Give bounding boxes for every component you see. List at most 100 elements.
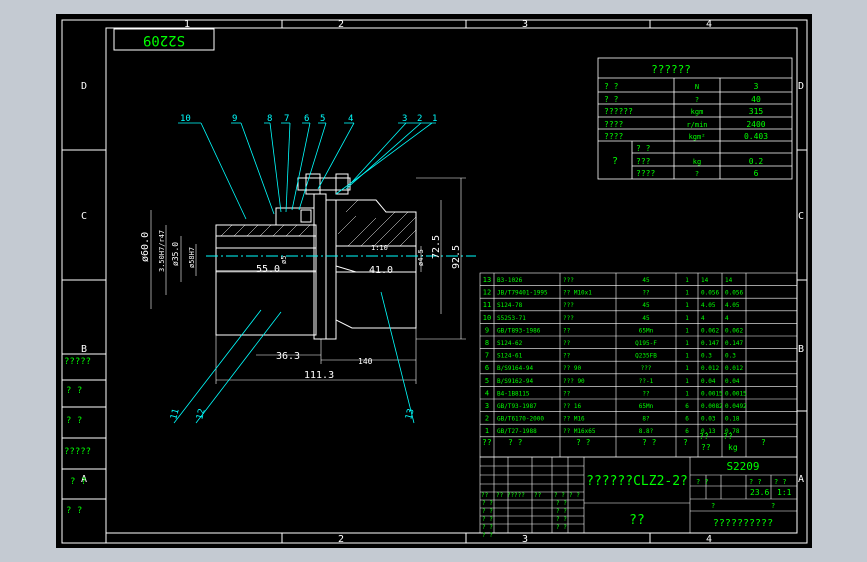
spec-row-label: ?????? [604, 107, 633, 116]
left-hub-lower [215, 270, 317, 336]
bom-cell-qty: 1 [685, 315, 689, 322]
right-hub [335, 199, 417, 273]
drawing-sheet: 1 2 3 4 2 3 4 D C B A D C B A S2209 ????… [56, 14, 812, 548]
bom-cell-qty: 1 [685, 353, 689, 360]
bom-cell-total: 0.0492 [725, 403, 747, 410]
bom-cell-material: ?? [642, 390, 650, 397]
bom-cell-qty: 1 [685, 390, 689, 397]
bom-cell-weight: 0.3 [701, 353, 712, 360]
zone-col-2-top: 2 [338, 19, 344, 30]
bom-cell-qty: 6 [685, 403, 689, 410]
bom-header-x: ? [683, 438, 688, 447]
dim-d1: ø60.0 [140, 232, 151, 262]
dim-small: ø5 [280, 256, 288, 264]
spec-row-unit: ? [695, 96, 699, 104]
title-cell-5: ? ? [569, 492, 580, 499]
title-scale: 1:1 [777, 488, 792, 497]
title-sheet-label: ? [711, 502, 715, 510]
stamp-code: S2209 [143, 32, 185, 48]
title-weight-label: ? ? [749, 478, 762, 486]
spec-row-label: ? ? [604, 82, 619, 91]
bom-cell-total: 4 [725, 315, 729, 322]
title-company: ?????????? [713, 518, 773, 529]
bom-cell-material: ??? [641, 365, 652, 372]
bom-header-qty: ? ? [642, 438, 657, 447]
approvals: ? ?? ?? ?? ?? ?? ?? ?? ?? ? [482, 500, 567, 539]
dim-h2: 92.5 [451, 245, 462, 269]
dim-d2: ø35.0 [171, 242, 180, 266]
bom-cell-material: 45 [642, 302, 650, 309]
title-code: S2209 [726, 460, 759, 473]
bom-header-w: ?? [699, 432, 709, 441]
approval-cell: ? ? [482, 532, 493, 539]
spec-table-title: ?????? [651, 63, 691, 76]
bom-cell-code: JB/T79401-1995 [497, 290, 548, 297]
bom-cell-no: 5 [485, 377, 489, 385]
bom-cell-material: 65Mn [639, 327, 654, 334]
zone-row-b-left: B [81, 344, 87, 355]
bom-header-extra: ? [761, 438, 766, 447]
zone-row-d-right: D [798, 81, 804, 92]
bom-cell-weight: 0.13 [701, 428, 716, 435]
zone-row-a-right: A [798, 474, 804, 485]
bom-cell-no: 3 [485, 402, 489, 410]
bom-cell-no: 8 [485, 339, 489, 347]
bom-cell-name: ??? [563, 277, 574, 284]
approval-cell-2: ? ? [556, 516, 567, 523]
callout-label: 7 [284, 114, 289, 124]
zone-row-c-right: C [798, 211, 804, 222]
bom-cell-weight: 0.04 [701, 378, 716, 385]
cad-drawing: 1 2 3 4 2 3 4 D C B A D C B A S2209 ????… [61, 19, 808, 545]
title-cell-3: ?? [534, 492, 542, 499]
bom-cell-qty: 1 [685, 340, 689, 347]
title-main: ??????CLZ2-2? [586, 474, 688, 489]
spec-table-grid [597, 57, 793, 180]
zone-row-b-right: B [798, 344, 804, 355]
bom-cell-material: ??-1 [639, 378, 654, 385]
bom-cell-name: ??? 90 [563, 378, 585, 385]
bom-grid [479, 272, 798, 458]
zone-col-4-bottom: 4 [706, 534, 712, 545]
spec-group-row-label: ???? [636, 169, 655, 178]
title-weight: 23.6 [750, 488, 769, 497]
bom-cell-weight: 0.062 [701, 327, 719, 334]
bom-cell-no: 9 [485, 326, 489, 334]
bom-cell-total: 14 [725, 277, 733, 284]
spec-row-unit: r/min [686, 121, 707, 129]
approval-cell: ? ? [482, 524, 493, 531]
zone-col-3-bottom: 3 [522, 534, 528, 545]
bom-cell-material: ?? [642, 290, 650, 297]
bom-cell-no: 7 [485, 352, 489, 360]
bom-header-total: ?? [701, 443, 711, 452]
spec-row-value: 3 [754, 82, 759, 91]
bom-cell-code: B/S9162-94 [497, 378, 534, 385]
bom-cell-name: ??? [563, 315, 574, 322]
left-block-cell-2: ? ? [66, 386, 82, 396]
bom-cell-total: 0.012 [725, 365, 743, 372]
bom-cell-code: B4-1B8115 [497, 390, 530, 397]
dim-len4: 140 [358, 357, 373, 366]
title-cell-2: ?? ????? [496, 492, 525, 499]
zone-ticks [62, 20, 807, 543]
bom-cell-no: 1 [485, 427, 489, 435]
dim-h1: 72.5 [431, 235, 442, 259]
title-cell-4: ? ? [554, 492, 565, 499]
callout-label: 3 [402, 114, 407, 124]
section-hatching [220, 199, 417, 247]
spec-group-row-label: ? ? [636, 144, 651, 153]
zone-col-4-top: 4 [706, 19, 712, 30]
bom-cell-weight: 0.056 [701, 290, 719, 297]
left-block [61, 353, 107, 544]
zone-col-2-bottom: 2 [338, 534, 344, 545]
outer-frame [61, 19, 808, 544]
bom-header-wt: ?? [723, 432, 733, 441]
bom-cell-code: S124-78 [497, 302, 523, 309]
zone-row-a-left: A [81, 474, 87, 485]
title-cell-1: ?? [481, 492, 489, 499]
bom-cell-total: 0.04 [725, 378, 740, 385]
title-stage: ? ? [696, 478, 709, 486]
left-block-cell-6: ? ? [66, 506, 82, 516]
